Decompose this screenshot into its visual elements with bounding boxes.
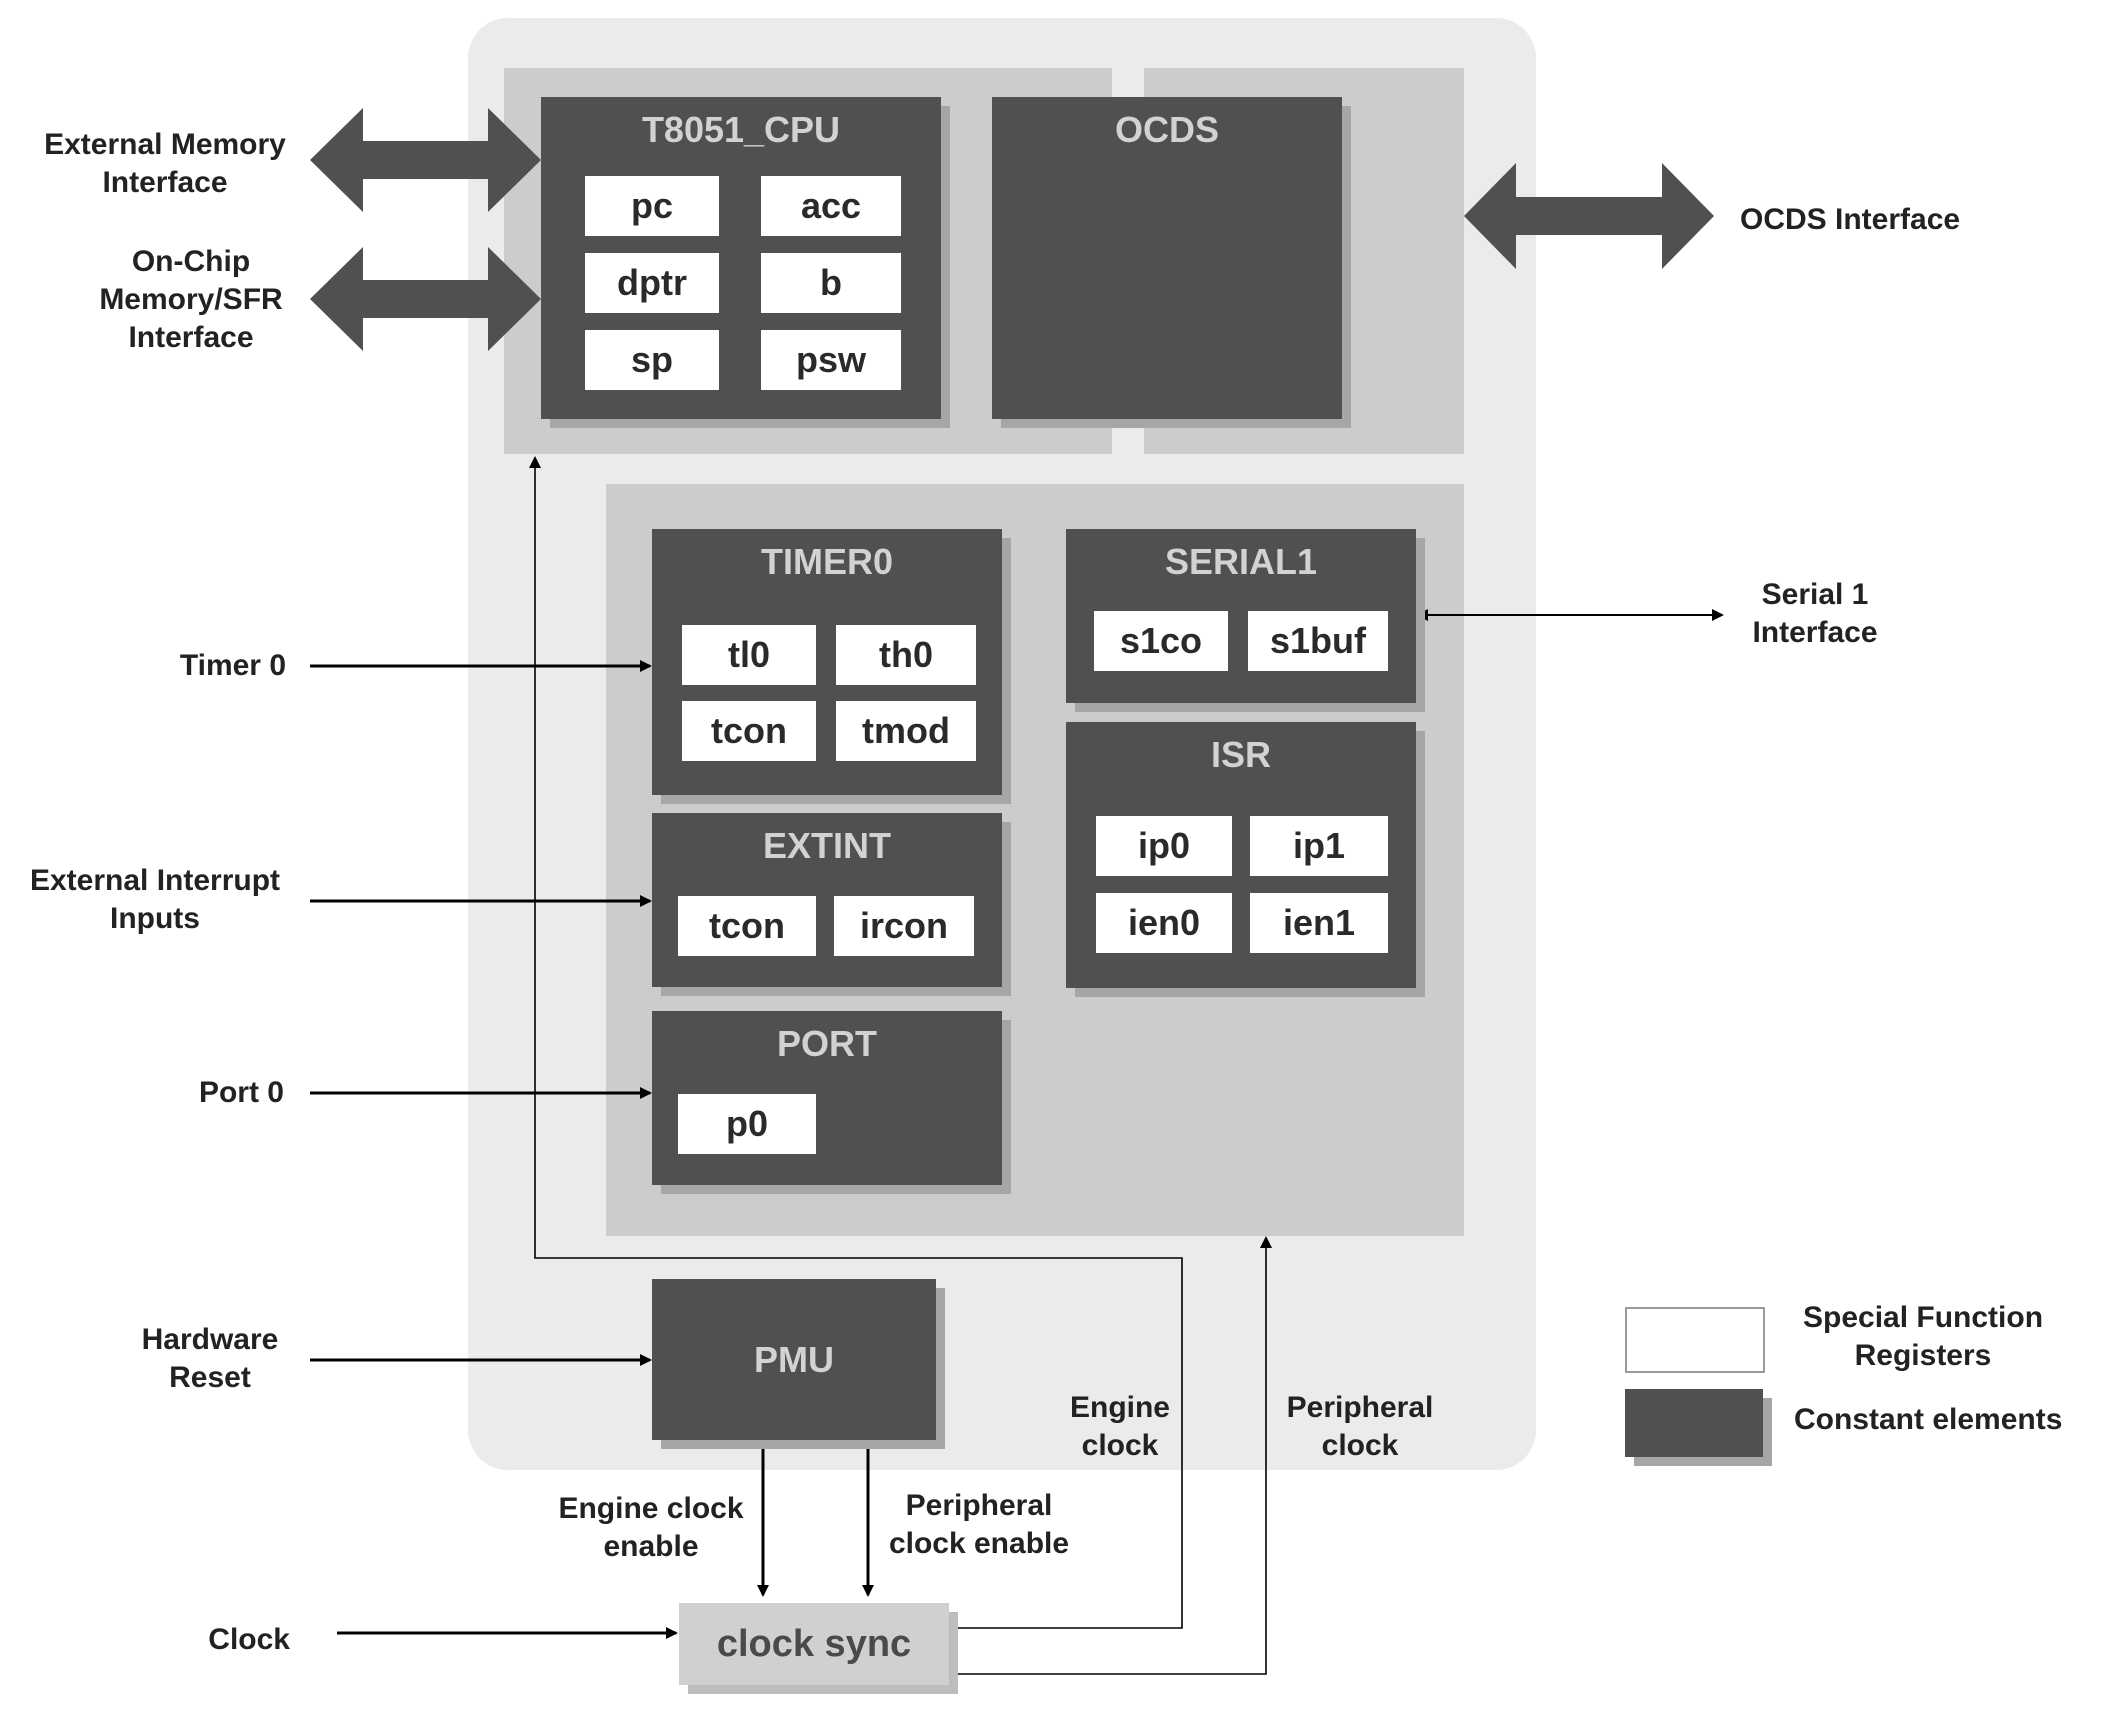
engine-clock-label: Engine clock	[1069, 1391, 1170, 1462]
engine-clock-enable-label: Engine clock enable	[558, 1492, 744, 1563]
extint-block: EXTINT tcon ircon	[652, 813, 1002, 987]
register-psw: psw	[761, 330, 901, 390]
register-tmod: tmod	[836, 701, 976, 761]
register-th0: th0	[836, 625, 976, 685]
register-tcon-ext: tcon	[678, 896, 816, 956]
pmu-block: PMU	[652, 1279, 936, 1440]
port-block: PORT p0	[652, 1011, 1002, 1185]
clock-sync-block: clock sync	[679, 1603, 949, 1685]
onchip-memory-arrow	[310, 247, 541, 351]
timer0-title: TIMER0	[760, 541, 893, 582]
clock-label: Clock	[208, 1623, 290, 1656]
legend-constant-swatch	[1625, 1389, 1763, 1457]
extint-title: EXTINT	[762, 825, 891, 866]
isr-title: ISR	[1210, 734, 1271, 775]
isr-block: ISR ip0 ip1 ien0 ien1	[1066, 722, 1416, 988]
onchip-memory-label: On-Chip Memory/SFR Interface	[99, 245, 283, 354]
register-s1co: s1co	[1094, 611, 1228, 671]
port0-label: Port 0	[198, 1076, 284, 1109]
peripheral-clock-line	[954, 1236, 1272, 1675]
register-ip0: ip0	[1096, 816, 1232, 876]
register-dptr: dptr	[585, 253, 719, 313]
legend-constant-label: Constant elements	[1794, 1403, 2063, 1436]
engine-clock-line	[529, 456, 1183, 1629]
timer0-label: Timer 0	[179, 649, 286, 682]
register-b: b	[761, 253, 901, 313]
peripheral-clock-label: Peripheral clock	[1286, 1391, 1434, 1462]
cpu-title: T8051_CPU	[641, 109, 841, 150]
register-ip1: ip1	[1250, 816, 1388, 876]
register-tl0: tl0	[682, 625, 816, 685]
hw-reset-label: Hardware Reset	[141, 1323, 279, 1394]
ext-interrupt-label: External Interrupt Inputs	[29, 864, 281, 935]
ocds-interface-label: OCDS Interface	[1740, 203, 1961, 236]
register-s1buf: s1buf	[1248, 611, 1388, 671]
register-sp: sp	[585, 330, 719, 390]
register-acc: acc	[761, 176, 901, 236]
timer0-block: TIMER0 tl0 th0 tcon tmod	[652, 529, 1002, 795]
external-memory-label: External Memory Interface	[44, 128, 286, 199]
serial1-block: SERIAL1 s1co s1buf	[1066, 529, 1416, 703]
register-tcon: tcon	[682, 701, 816, 761]
register-ien0: ien0	[1096, 893, 1232, 953]
ocds-interface-arrow	[1464, 163, 1714, 269]
ocds-title: OCDS	[1114, 109, 1219, 150]
register-pc: pc	[585, 176, 719, 236]
serial1-title: SERIAL1	[1164, 541, 1318, 582]
cpu-block: T8051_CPU pc acc dptr b sp psw	[541, 97, 941, 419]
legend-sfr-swatch	[1625, 1307, 1765, 1373]
external-memory-arrow	[310, 108, 541, 212]
register-p0: p0	[678, 1094, 816, 1154]
port-title: PORT	[776, 1023, 877, 1064]
legend-sfr-label: Special Function Registers	[1802, 1301, 2044, 1372]
ocds-block: OCDS	[992, 97, 1342, 419]
peripheral-clock-enable-label: Peripheral clock enable	[888, 1489, 1070, 1560]
register-ien1: ien1	[1250, 893, 1388, 953]
register-ircon: ircon	[834, 896, 974, 956]
serial1-interface-label: Serial 1 Interface	[1752, 578, 1878, 649]
pmu-title: PMU	[754, 1338, 834, 1380]
